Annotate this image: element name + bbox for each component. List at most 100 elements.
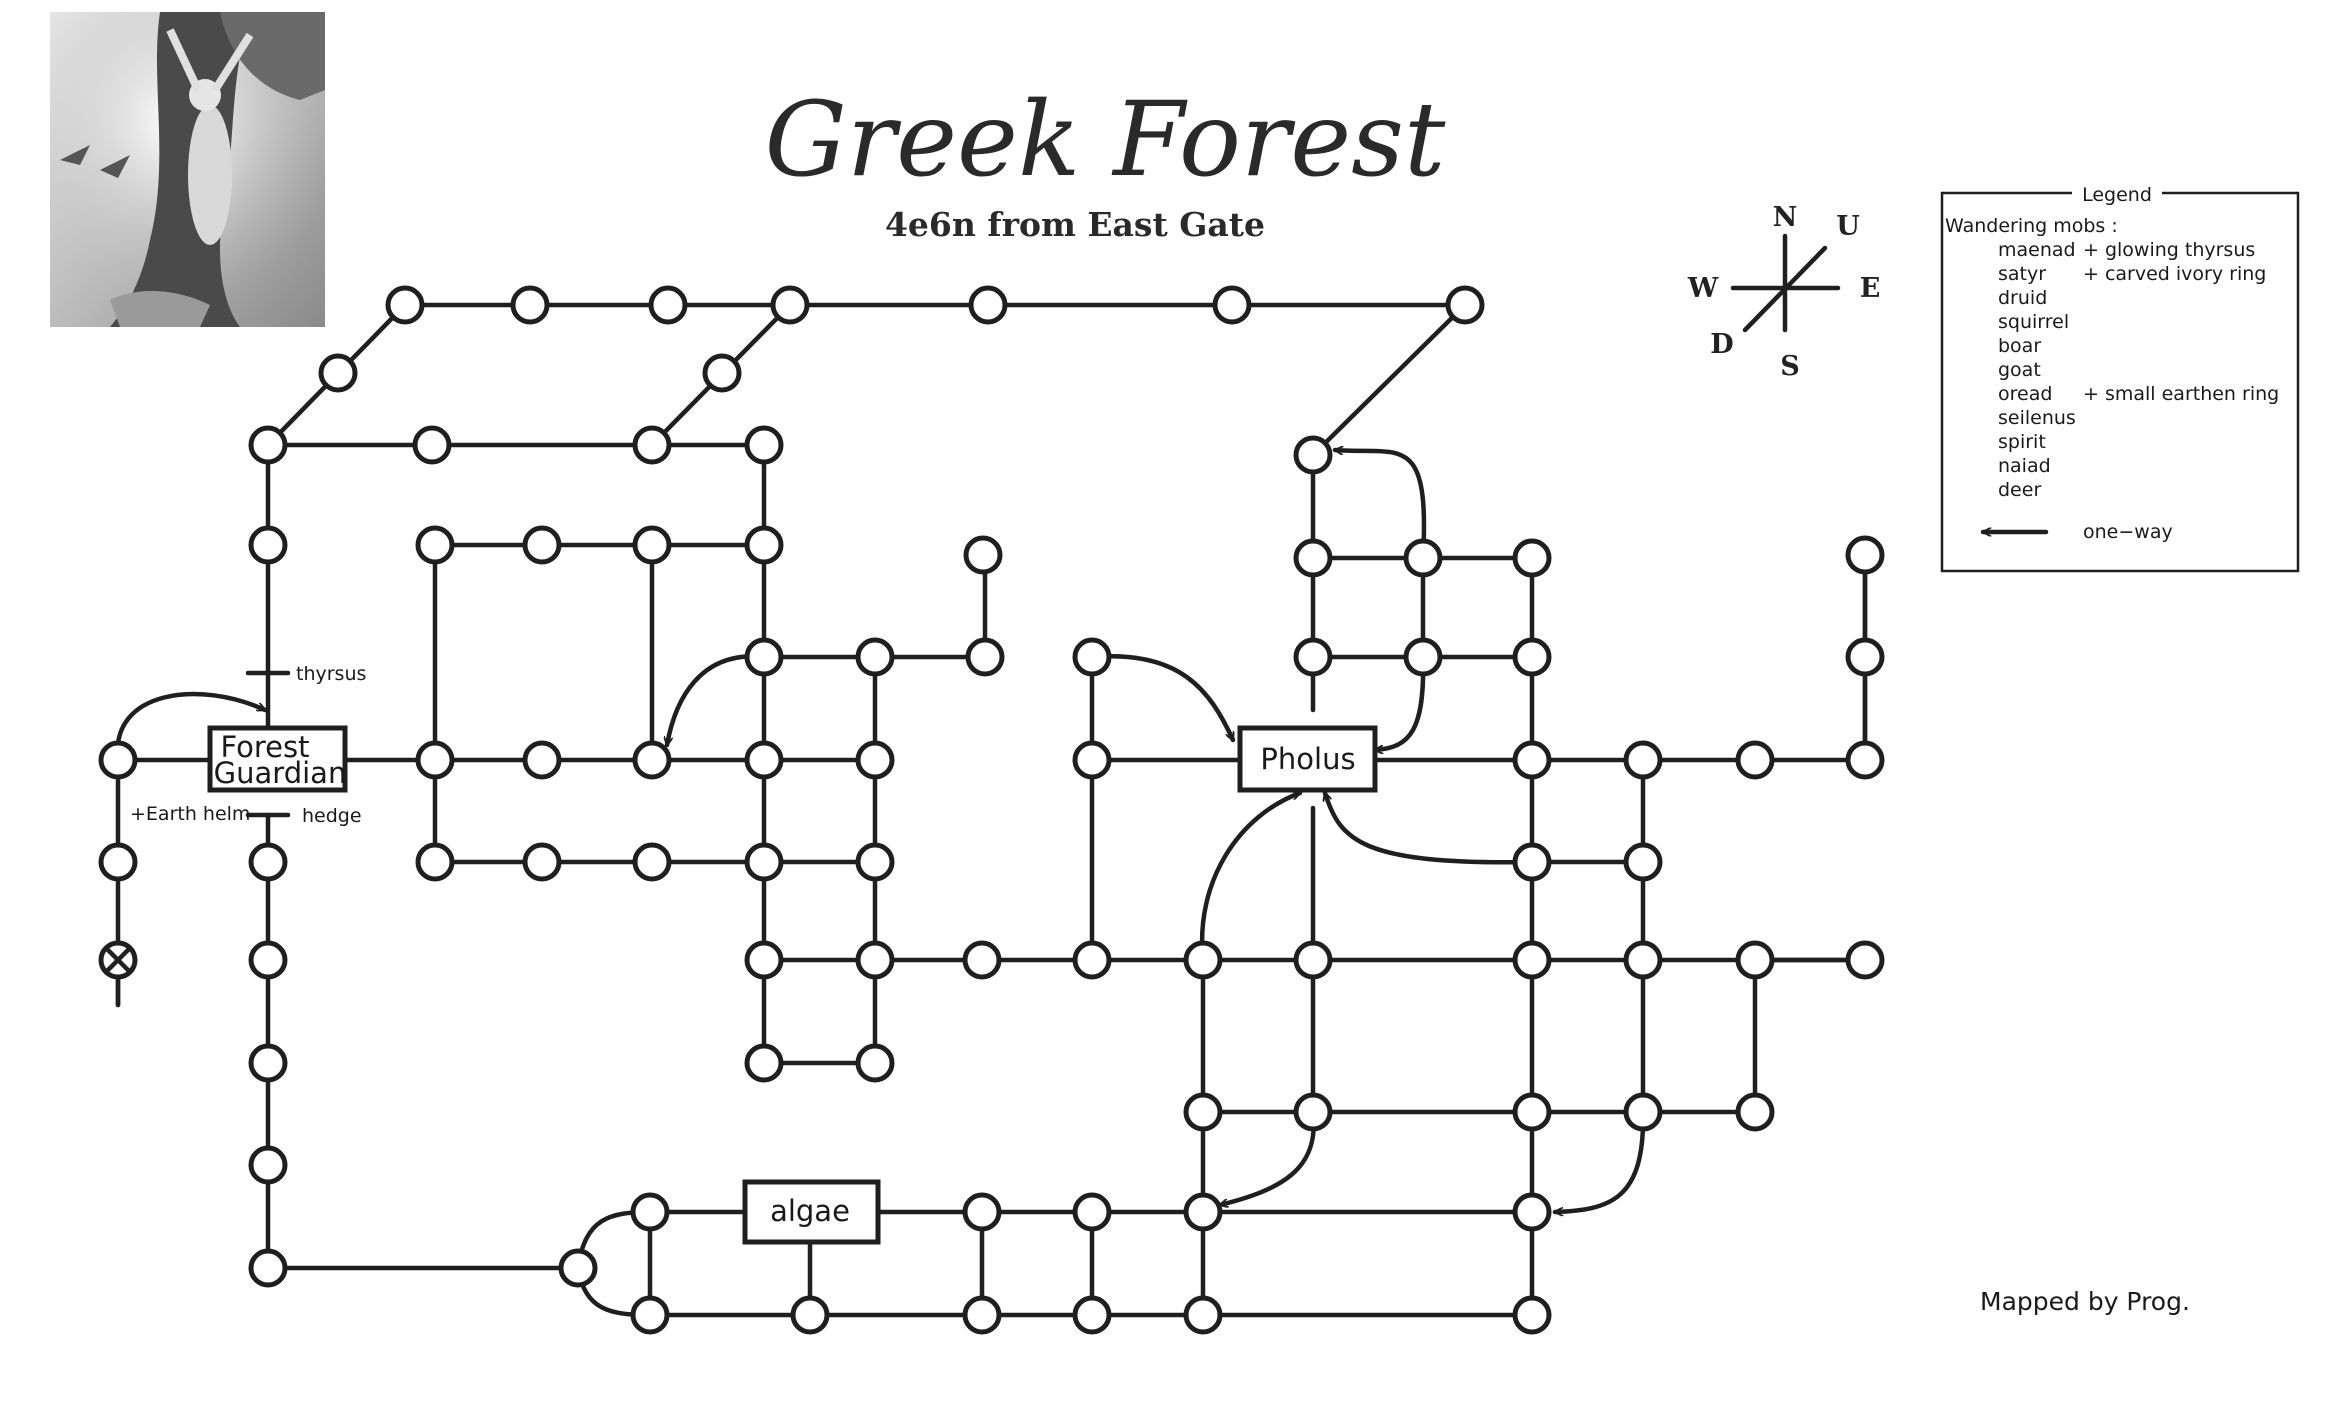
map-room-node[interactable] [1212,285,1252,325]
map-room-node[interactable] [1735,740,1775,780]
map-room-node[interactable] [1512,842,1552,882]
legend-mob-name: maenad [1998,239,2076,261]
map-room-node[interactable] [962,1295,1002,1335]
map-room-node[interactable] [1623,940,1663,980]
map-room-node[interactable] [632,740,672,780]
map-room-node[interactable] [522,842,562,882]
map-room-node[interactable] [1735,940,1775,980]
map-room-node[interactable] [522,740,562,780]
map-room-node[interactable] [1293,538,1333,578]
map-room-node[interactable] [1445,285,1485,325]
map-room-node[interactable] [632,842,672,882]
map-room-node[interactable] [1183,1295,1223,1335]
map-room-node[interactable] [248,1043,288,1083]
map-room-node[interactable] [630,1192,670,1232]
forest-guardian-line1: Forest [221,730,310,764]
map-room-node[interactable] [248,842,288,882]
map-room-node[interactable] [248,1248,288,1288]
map-room-node[interactable] [855,1043,895,1083]
legend-mob-name: druid [1998,287,2047,309]
map-room-node[interactable] [770,285,810,325]
map-room-node[interactable] [1845,940,1885,980]
map-room-node[interactable] [1845,535,1885,575]
map-room-node[interactable] [968,285,1008,325]
room-algae[interactable]: algae [742,1179,881,1245]
map-room-node[interactable] [412,425,452,465]
map-room-node[interactable] [1845,637,1885,677]
map-room-node[interactable] [744,425,784,465]
map-room-node[interactable] [855,637,895,677]
legend-mob-name: seilenus [1998,407,2076,429]
map-room-node[interactable] [630,1295,670,1335]
map-room-node[interactable] [1072,1295,1112,1335]
map-room-node[interactable] [855,940,895,980]
map-room-node[interactable] [744,940,784,980]
map-room-node[interactable] [1072,1192,1112,1232]
map-room-node[interactable] [558,1248,598,1288]
map-room-node[interactable] [415,842,455,882]
map-room-node[interactable] [962,1192,1002,1232]
map-room-node[interactable] [744,842,784,882]
map-room-node[interactable] [1183,1192,1223,1232]
map-room-node[interactable] [248,425,288,465]
legend-mob-drop: + small earthen ring [2083,383,2279,405]
map-room-node[interactable] [1512,637,1552,677]
map-room-node[interactable] [963,535,1003,575]
map-room-node[interactable] [248,940,288,980]
map-room-node[interactable] [318,353,358,393]
map-room-node[interactable] [1735,1092,1775,1132]
map-room-node[interactable] [1183,1092,1223,1132]
map-room-node[interactable] [415,525,455,565]
map-room-node[interactable] [1403,637,1443,677]
map-room-node[interactable] [248,525,288,565]
map-room-node[interactable] [248,1145,288,1185]
map-room-node[interactable] [1512,940,1552,980]
map-room-node[interactable] [702,353,742,393]
map-room-node[interactable] [510,285,550,325]
map-room-node[interactable] [1072,940,1112,980]
map-room-node[interactable] [744,525,784,565]
map-room-node[interactable] [1512,1295,1552,1335]
map-room-node[interactable] [1072,637,1112,677]
map-room-node[interactable] [1623,740,1663,780]
map-room-node[interactable] [1403,538,1443,578]
legend-mob-name: boar [1998,335,2041,357]
compass-south: S [1780,351,1800,382]
map-room-node[interactable] [855,842,895,882]
map-room-node[interactable] [1512,1092,1552,1132]
room-forest-guardian[interactable]: Forest Guardian [207,725,348,793]
map-room-node[interactable] [1183,940,1223,980]
map-room-node[interactable] [790,1295,830,1335]
exit-marker[interactable] [98,940,138,1008]
map-room-node[interactable] [744,637,784,677]
map-room-node[interactable] [1293,1092,1333,1132]
map-room-node[interactable] [744,1043,784,1083]
map-room-node[interactable] [98,842,138,882]
map-room-node[interactable] [385,285,425,325]
map-room-node[interactable] [965,637,1005,677]
map-room-node[interactable] [1072,740,1112,780]
map-room-node[interactable] [632,525,672,565]
legend-mob-name: naiad [1998,455,2051,477]
map-paths [115,302,1868,1318]
map-room-node[interactable] [98,740,138,780]
map-room-node[interactable] [962,940,1002,980]
map-room-node[interactable] [1623,1092,1663,1132]
map-room-node[interactable] [1512,740,1552,780]
map-room-node[interactable] [632,425,672,465]
map-room-node[interactable] [415,740,455,780]
room-pholus[interactable]: Pholus [1237,725,1378,793]
legend-mob-name: deer [1998,479,2041,501]
map-room-node[interactable] [1512,538,1552,578]
map-room-node[interactable] [855,740,895,780]
map-room-node[interactable] [1293,940,1333,980]
map-room-node[interactable] [1293,637,1333,677]
map-room-node[interactable] [744,740,784,780]
map-room-node[interactable] [1293,435,1333,475]
map-room-node[interactable] [1623,842,1663,882]
map-room-node[interactable] [522,525,562,565]
map-room-node[interactable] [648,285,688,325]
map-room-node[interactable] [1845,740,1885,780]
map-room-node[interactable] [1512,1192,1552,1232]
